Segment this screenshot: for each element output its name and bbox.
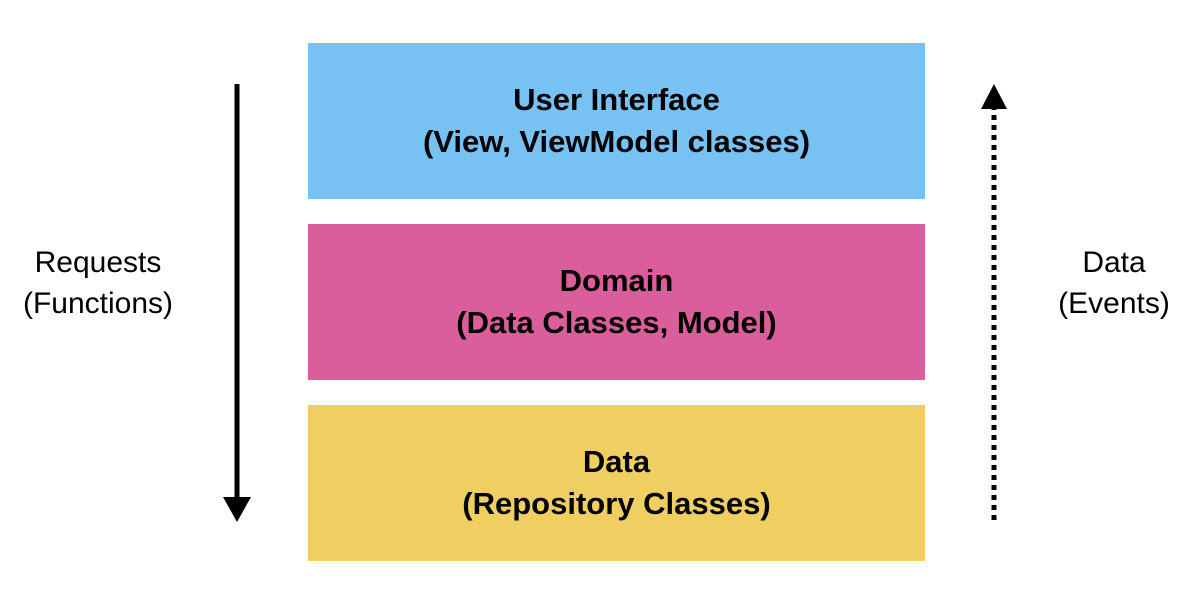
layer-data: Data (Repository Classes) [308,405,925,561]
layer-title: Domain [559,263,674,298]
layer-subtitle: (Data Classes, Model) [456,305,777,340]
data-events-arrow [981,84,1007,520]
layer-title: Data [582,444,651,479]
data-events-arrow-head [981,84,1007,109]
requests-arrow [223,84,251,522]
requests-label-line2: (Functions) [22,287,174,320]
layer-subtitle: (View, ViewModel classes) [422,124,811,159]
requests-arrow-head [223,497,251,522]
data-events-label-line2: (Events) [1058,287,1170,320]
layer-subtitle: (Repository Classes) [462,486,771,521]
data-events-label-line1: Data [1082,246,1146,279]
layer-domain: Domain (Data Classes, Model) [308,224,925,380]
requests-label: Requests (Functions) [0,242,196,324]
layer-user-interface: User Interface (View, ViewModel classes) [308,43,925,199]
requests-label-line1: Requests [34,246,162,279]
layer-title: User Interface [513,82,720,117]
data-events-label: Data (Events) [1040,242,1188,324]
